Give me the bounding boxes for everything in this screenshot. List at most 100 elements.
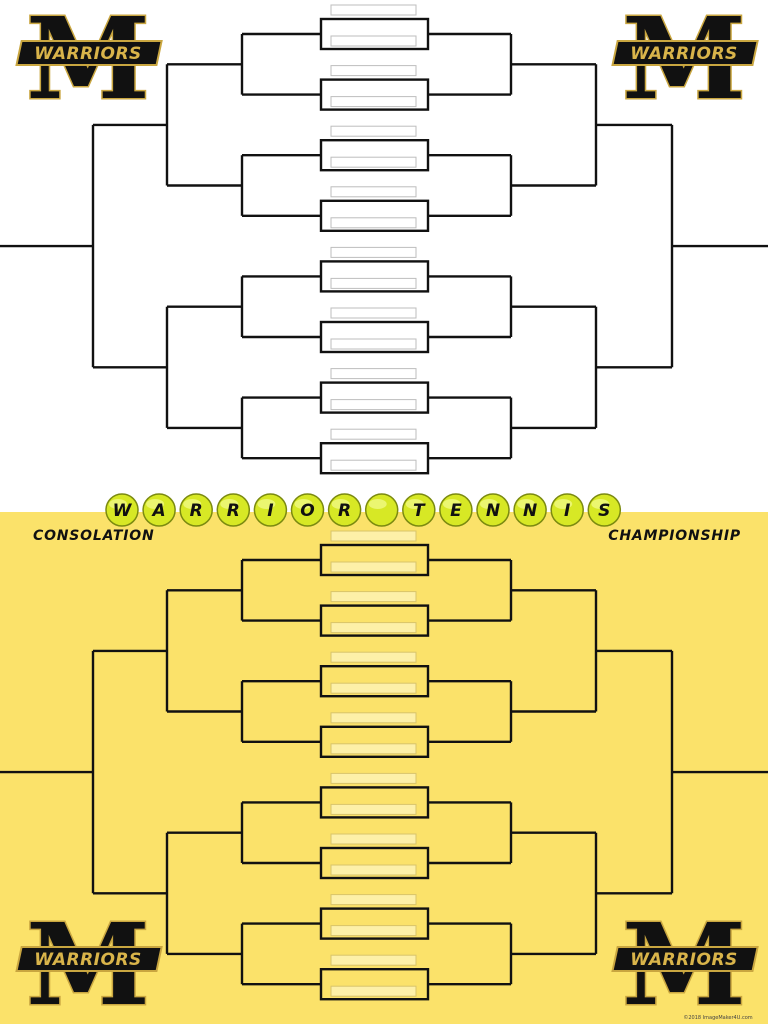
match-4 — [242, 712, 511, 758]
tennis-ball-letter-i: I — [253, 493, 288, 527]
ball-highlight — [368, 499, 387, 509]
title-letter: N — [523, 501, 537, 521]
ball-highlight — [405, 499, 424, 509]
consolation-label: CONSOLATION — [33, 528, 154, 544]
tennis-ball-letter-n: N — [513, 493, 547, 527]
player-name-slot[interactable] — [330, 4, 417, 16]
match-8 — [242, 428, 511, 475]
match-2 — [242, 591, 511, 637]
player-name-slot[interactable] — [330, 743, 417, 755]
warriors-logo-bottom-left: M WARRIORS — [15, 899, 163, 1024]
tennis-ball-letter-w: W — [105, 493, 139, 527]
match-7 — [242, 894, 511, 940]
logo-banner — [611, 946, 759, 972]
player-name-slot[interactable] — [330, 833, 417, 845]
player-name-slot[interactable] — [330, 399, 417, 411]
warriors-logo-top-left: M WARRIORS — [15, 0, 163, 127]
tennis-ball-letter-a: A — [142, 493, 176, 527]
player-name-slot[interactable] — [330, 894, 417, 906]
match-7 — [242, 368, 511, 414]
player-name-slot[interactable] — [330, 985, 417, 997]
title-letter: W — [113, 501, 133, 521]
match-2 — [242, 65, 511, 111]
ball-highlight — [442, 499, 461, 509]
logo-banner — [15, 946, 163, 972]
copyright-text: ©2018 ImageMaker4U.com — [683, 1014, 752, 1021]
player-name-slot[interactable] — [330, 368, 417, 380]
tennis-ball-letter-o: O — [290, 493, 325, 527]
player-name-slot[interactable] — [330, 682, 417, 694]
player-name-slot[interactable] — [330, 307, 417, 319]
bottom-bracket — [0, 530, 768, 1001]
tennis-ball-letter-n: N — [476, 493, 510, 527]
title-letter: T — [413, 501, 426, 521]
match-3 — [242, 125, 511, 172]
player-name-slot[interactable] — [330, 217, 417, 229]
logo-banner — [15, 40, 163, 66]
ball-highlight — [220, 499, 239, 509]
tennis-ball-letter-r: R — [179, 493, 213, 527]
match-6 — [242, 307, 511, 354]
title-letter: R — [227, 501, 240, 521]
logo-text: WARRIORS — [34, 950, 142, 970]
player-name-slot[interactable] — [330, 459, 417, 471]
player-name-slot[interactable] — [330, 954, 417, 966]
title-letter: I — [267, 501, 273, 521]
title-letter: R — [338, 501, 351, 521]
player-name-slot[interactable] — [330, 925, 417, 937]
tennis-ball-letter-e: E — [439, 493, 473, 527]
match-1 — [242, 4, 511, 51]
warriors-logo-bottom-right: M WARRIORS — [611, 899, 759, 1024]
ball-highlight — [294, 499, 313, 509]
title-letter: I — [564, 501, 570, 521]
ball-highlight — [109, 499, 127, 509]
player-name-slot[interactable] — [330, 246, 417, 258]
player-name-slot[interactable] — [330, 561, 417, 573]
player-name-slot[interactable] — [330, 428, 417, 440]
ball-highlight — [591, 499, 610, 509]
player-name-slot[interactable] — [330, 338, 417, 350]
player-name-slot[interactable] — [330, 591, 417, 603]
player-name-slot[interactable] — [330, 277, 417, 289]
player-name-slot[interactable] — [330, 96, 417, 108]
title-letter: O — [300, 501, 314, 521]
player-name-slot[interactable] — [330, 156, 417, 168]
player-name-slot[interactable] — [330, 35, 417, 47]
tennis-ball-icon — [364, 493, 399, 527]
championship-label: CHAMPIONSHIP — [608, 528, 741, 544]
player-name-slot[interactable] — [330, 864, 417, 876]
warriors-logo-top-right: M WARRIORS — [611, 0, 759, 127]
match-4 — [242, 186, 511, 233]
title-letter: S — [598, 501, 610, 521]
tennis-ball-letter-t: T — [402, 493, 436, 527]
top-bracket — [0, 4, 768, 475]
match-1 — [242, 530, 511, 577]
match-6 — [242, 833, 511, 880]
player-name-slot[interactable] — [330, 65, 417, 77]
logo-banner — [611, 40, 759, 66]
match-8 — [242, 954, 511, 1001]
tennis-ball-letter-s: S — [587, 493, 622, 527]
player-name-slot[interactable] — [330, 125, 417, 137]
logo-text: WARRIORS — [34, 44, 142, 64]
player-name-slot[interactable] — [330, 651, 417, 663]
tennis-ball-letter-r: R — [327, 493, 362, 527]
tennis-ball-letter-r: R — [216, 493, 251, 527]
title-letter: A — [151, 501, 166, 521]
player-name-slot[interactable] — [330, 186, 417, 198]
player-name-slot[interactable] — [330, 530, 417, 542]
ball-highlight — [480, 499, 498, 509]
ball-highlight — [257, 499, 276, 509]
match-3 — [242, 651, 511, 698]
player-name-slot[interactable] — [330, 712, 417, 724]
ball-highlight — [517, 499, 536, 509]
player-name-slot[interactable] — [330, 803, 417, 815]
title-letter: R — [190, 501, 203, 521]
player-name-slot[interactable] — [330, 772, 417, 784]
ball-highlight — [331, 499, 350, 509]
logo-text: WARRIORS — [630, 44, 738, 64]
player-name-slot[interactable] — [330, 622, 417, 634]
ball-highlight — [183, 499, 202, 509]
